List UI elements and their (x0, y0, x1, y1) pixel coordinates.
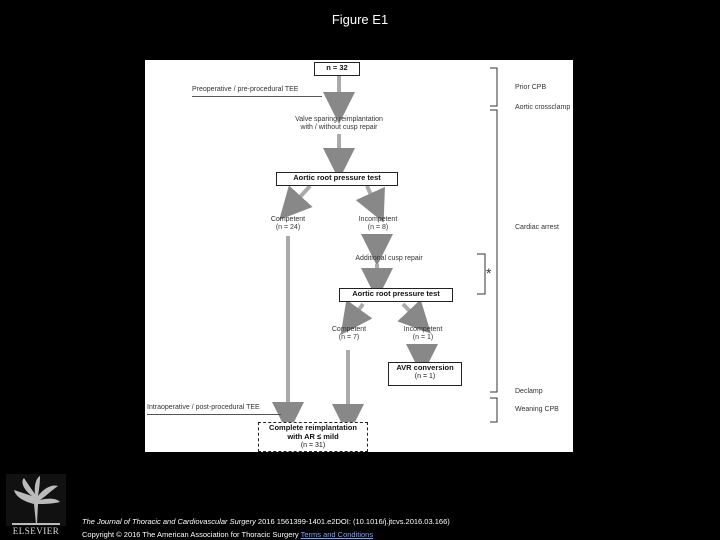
asterisk-marker: * (486, 265, 492, 281)
arrow-test2-to-competent2 (340, 299, 373, 335)
phase-weaning: Weaning CPB (515, 406, 559, 413)
citation-details: 2016 1561399-1401.e2DOI: (10.1016/j.jtcv… (255, 517, 450, 526)
elsevier-logo-icon (6, 474, 66, 534)
intraop-tee-label: Intraoperative / post-procedural TEE (147, 404, 260, 411)
final-outcome-count: (n = 31) (300, 442, 326, 449)
competent-1-label: Competent (270, 216, 306, 223)
incompetent-2-count: (n = 1) (412, 334, 434, 341)
pressure-test-box-2: Aortic root pressure test (339, 288, 453, 302)
phase-declamp: Declamp (515, 388, 543, 395)
arrow-test2-to-incompetent2 (397, 299, 431, 334)
competent-2-label: Competent (331, 326, 367, 333)
final-outcome-line1: Complete reimplantation (269, 423, 357, 432)
slide-title: Figure E1 (331, 12, 389, 27)
arrow-test1-to-competent (279, 184, 313, 220)
preop-tee-underline (192, 96, 322, 97)
intraop-tee-underline (147, 414, 281, 415)
copyright-text: Copyright © 2016 The American Associatio… (82, 530, 301, 539)
terms-link[interactable]: Terms and Conditions (300, 530, 374, 539)
flowchart-connectors (272, 67, 498, 436)
total-patients-box: n = 32 (314, 62, 360, 76)
final-outcome-box: Complete reimplantation with AR ≤ mild (… (258, 422, 368, 452)
avr-conversion-box: AVR conversion (n = 1) (388, 362, 462, 386)
bracket-cardiac-arrest (490, 109, 498, 393)
elsevier-wordmark: ELSEVIER (12, 526, 60, 536)
valve-sparing-line1: Valve sparing reimplantation (295, 116, 383, 123)
arrow-test1-to-incompetent (355, 185, 385, 223)
competent-2-count: (n = 7) (338, 334, 360, 341)
bracket-weaning (490, 397, 498, 423)
phase-aortic-clamp: Aortic crossclamp (515, 104, 571, 111)
copyright-line: Copyright © 2016 The American Associatio… (82, 530, 373, 539)
flowchart-figure: n = 32 Preoperative / pre-procedural TEE… (145, 60, 573, 452)
citation-line: The Journal of Thoracic and Cardiovascul… (82, 517, 450, 526)
additional-repair-label: Additional cusp repair (355, 255, 423, 262)
bracket-asterisk (477, 253, 486, 295)
bracket-prior-cpb (490, 67, 498, 107)
preop-tee-label: Preoperative / pre-procedural TEE (192, 86, 299, 93)
valve-sparing-line2: with / without cusp repair (300, 124, 378, 131)
journal-name: The Journal of Thoracic and Cardiovascul… (82, 517, 256, 526)
final-outcome-line2: with AR ≤ mild (287, 432, 339, 441)
incompetent-2-label: Incompetent (403, 326, 443, 333)
phase-prior-cpb: Prior CPB (515, 84, 547, 91)
incompetent-1-count: (n = 8) (367, 224, 389, 231)
avr-conversion-count: (n = 1) (414, 373, 436, 380)
phase-cardiac-arrest: Cardiac arrest (515, 224, 559, 231)
pressure-test-box-1: Aortic root pressure test (276, 172, 398, 186)
competent-1-count: (n = 24) (275, 224, 301, 231)
incompetent-1-label: Incompetent (358, 216, 398, 223)
avr-conversion-title: AVR conversion (396, 363, 454, 372)
